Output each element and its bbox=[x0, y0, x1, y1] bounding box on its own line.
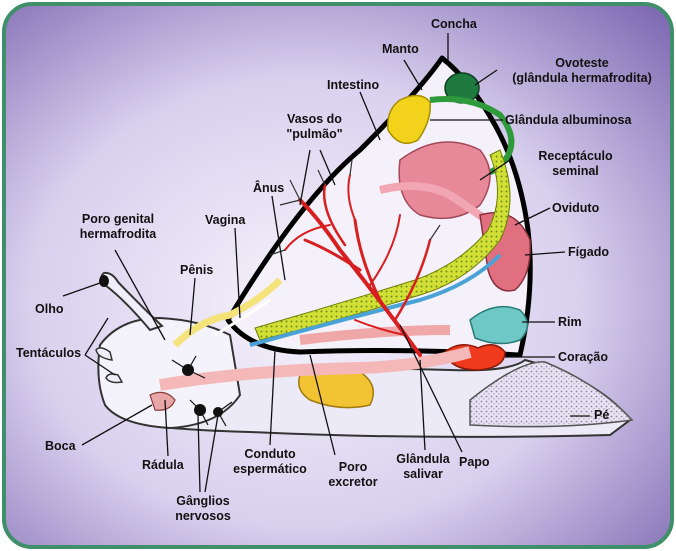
label-ovoteste: Ovoteste (glândula hermafrodita) bbox=[497, 56, 667, 86]
label-vagina: Vagina bbox=[205, 213, 245, 228]
label-ovoteste-line1: Ovoteste bbox=[497, 56, 667, 71]
label-tentaculos: Tentáculos bbox=[16, 346, 81, 361]
label-radula: Rádula bbox=[142, 458, 184, 473]
label-conduto-line2: espermático bbox=[225, 462, 315, 477]
label-vasos-line2: "pulmão" bbox=[267, 127, 362, 142]
label-glandula-salivar: Glândula salivar bbox=[383, 452, 463, 482]
label-manto: Manto bbox=[382, 42, 419, 57]
label-boca: Boca bbox=[45, 439, 76, 454]
label-anus: Ânus bbox=[253, 181, 284, 196]
label-poro-genital-line1: Poro genital bbox=[68, 212, 168, 227]
label-olho: Olho bbox=[35, 302, 63, 317]
label-receptaculo-seminal: Receptáculo seminal bbox=[528, 149, 623, 179]
label-intestino: Intestino bbox=[327, 78, 379, 93]
label-ganglios-line2: nervosos bbox=[163, 509, 243, 524]
label-concha: Concha bbox=[431, 17, 477, 32]
label-receptaculo-line2: seminal bbox=[528, 164, 623, 179]
label-poro-genital-line2: hermafrodita bbox=[68, 227, 168, 242]
label-poro-excretor-line2: excretor bbox=[318, 475, 388, 490]
eye bbox=[99, 275, 109, 287]
label-coracao: Coração bbox=[558, 350, 608, 365]
label-rim: Rim bbox=[558, 315, 582, 330]
label-figado: Fígado bbox=[568, 245, 609, 260]
label-penis: Pênis bbox=[180, 263, 213, 278]
label-oviduto: Oviduto bbox=[552, 201, 599, 216]
label-poro-excretor: Poro excretor bbox=[318, 460, 388, 490]
receptaculum bbox=[399, 142, 490, 218]
label-glandula-salivar-line1: Glândula bbox=[383, 452, 463, 467]
label-vasos-pulmao: Vasos do "pulmão" bbox=[267, 112, 362, 142]
label-ganglios-line1: Gânglios bbox=[163, 494, 243, 509]
label-pe: Pé bbox=[594, 408, 609, 423]
label-vasos-line1: Vasos do bbox=[267, 112, 362, 127]
label-ganglios-nervosos: Gânglios nervosos bbox=[163, 494, 243, 524]
label-ovoteste-line2: (glândula hermafrodita) bbox=[497, 71, 667, 86]
label-conduto-espermatico: Conduto espermático bbox=[225, 447, 315, 477]
label-glandula-albuminosa: Glândula albuminosa bbox=[505, 113, 631, 128]
label-poro-excretor-line1: Poro bbox=[318, 460, 388, 475]
label-glandula-salivar-line2: salivar bbox=[383, 467, 463, 482]
label-poro-genital: Poro genital hermafrodita bbox=[68, 212, 168, 242]
label-papo: Papo bbox=[459, 455, 490, 470]
label-conduto-line1: Conduto bbox=[225, 447, 315, 462]
label-receptaculo-line1: Receptáculo bbox=[528, 149, 623, 164]
